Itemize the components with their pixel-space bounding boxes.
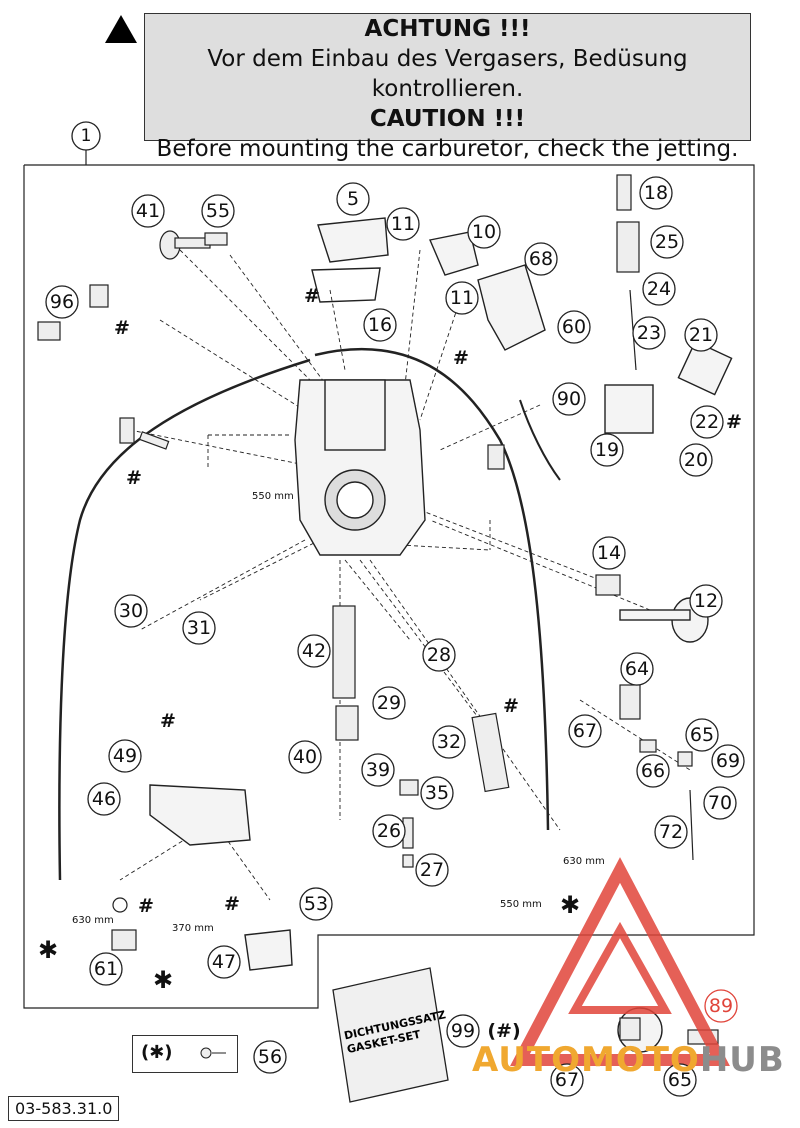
callout-20: 20: [683, 449, 709, 471]
callout-65: 65: [689, 724, 715, 746]
callout-22: 22: [694, 411, 720, 433]
callout-68: 68: [528, 248, 554, 270]
callout-61: 61: [93, 958, 119, 980]
hash-mark: #: [503, 695, 519, 717]
watermark-logo: [510, 857, 730, 1066]
hash-mark: #: [726, 411, 742, 433]
callout-25: 25: [654, 231, 680, 253]
callout-10: 10: [471, 221, 497, 243]
callout-39: 39: [365, 759, 391, 781]
callout-24: 24: [646, 278, 672, 300]
callout-11-upper: 11: [390, 213, 416, 235]
watermark-text-moto: MOTO: [580, 1040, 700, 1080]
callout-1: 1: [80, 126, 92, 146]
watermark-text-auto: AUTO: [472, 1040, 581, 1080]
drawing-number: 03-583.31.0: [8, 1096, 120, 1121]
hash-mark: #: [126, 467, 142, 489]
callout-28: 28: [426, 644, 452, 666]
watermark-text-hub: HUB: [699, 1040, 785, 1080]
callout-64: 64: [624, 658, 650, 680]
callout-42: 42: [301, 640, 327, 662]
gasket-set-note: (#): [487, 1020, 521, 1042]
callout-18: 18: [643, 182, 669, 204]
hash-mark: #: [304, 285, 320, 307]
hash-mark: #: [224, 893, 240, 915]
callout-55: 55: [205, 200, 231, 222]
hash-mark: #: [138, 895, 154, 917]
callout-49: 49: [112, 745, 138, 767]
callout-11-lower: 11: [449, 287, 475, 309]
measurement-630-left: 630 mm: [72, 915, 114, 926]
callout-14: 14: [596, 542, 622, 564]
callout-60: 60: [561, 316, 587, 338]
callout-5: 5: [346, 188, 360, 210]
callout-46: 46: [91, 788, 117, 810]
callout-32: 32: [436, 731, 462, 753]
callout-26: 26: [376, 820, 402, 842]
watermark-text: AUTOMOTOHUB: [472, 1040, 785, 1080]
measurement-550-right: 550 mm: [500, 899, 542, 910]
callout-16: 16: [367, 314, 393, 336]
callout-69: 69: [715, 750, 741, 772]
legend-56-box: (✱): [132, 1035, 238, 1073]
gasket-set-envelope: [332, 967, 449, 1103]
callout-47: 47: [211, 951, 237, 973]
caution-text-en: Before mounting the carburetor, check th…: [156, 136, 739, 162]
callout-89: 89: [708, 995, 734, 1017]
callout-35: 35: [424, 782, 450, 804]
callout-65-bottom: 65: [667, 1069, 693, 1091]
hash-mark: #: [114, 317, 130, 339]
measurement-550-top: 550 mm: [252, 491, 294, 502]
callout-70: 70: [707, 792, 733, 814]
callout-23: 23: [636, 322, 662, 344]
callout-30: 30: [118, 600, 144, 622]
callout-12: 12: [693, 590, 719, 612]
callout-90: 90: [556, 388, 582, 410]
callout-27: 27: [419, 859, 445, 881]
measurement-370: 370 mm: [172, 923, 214, 934]
hash-mark: #: [160, 710, 176, 732]
callout-96: 96: [49, 291, 75, 313]
callout-19: 19: [594, 439, 620, 461]
callout-31: 31: [186, 617, 212, 639]
callout-56: 56: [257, 1046, 283, 1068]
callout-67: 67: [572, 720, 598, 742]
hash-mark: #: [453, 347, 469, 369]
callout-40: 40: [292, 746, 318, 768]
callout-99: 99: [450, 1020, 476, 1042]
callout-53: 53: [303, 893, 329, 915]
callout-41: 41: [135, 200, 161, 222]
caution-box: ACHTUNG !!! Vor dem Einbau des Vergasers…: [144, 13, 751, 162]
callout-29: 29: [376, 692, 402, 714]
callout-67-bottom: 67: [554, 1069, 580, 1091]
measurement-630-right: 630 mm: [563, 856, 605, 867]
star-mark: ✱: [559, 891, 581, 919]
star-mark: ✱: [152, 966, 174, 994]
callout-66: 66: [640, 760, 666, 782]
star-mark: ✱: [37, 936, 59, 964]
warning-triangle-icon: [105, 15, 137, 43]
legend-56-symbol: (✱): [141, 1042, 173, 1063]
caution-title-en: CAUTION !!!: [369, 106, 526, 132]
caution-title-de: ACHTUNG !!!: [364, 16, 531, 42]
caution-text-de: Vor dem Einbau des Vergasers, Bedüsung k…: [207, 46, 688, 102]
callout-21: 21: [688, 324, 714, 346]
callout-72: 72: [658, 821, 684, 843]
assembly-frame: [23, 164, 755, 1009]
